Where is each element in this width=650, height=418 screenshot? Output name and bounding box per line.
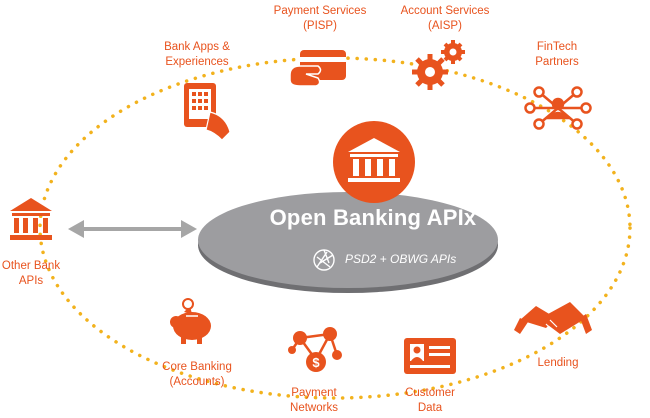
handshake-icon (514, 302, 592, 334)
core-banking-label: Core Banking (Accounts) (162, 361, 232, 388)
payment-networks-label: Payment Networks (290, 387, 338, 414)
bank-apps-label: Bank Apps & Experiences (164, 41, 230, 68)
hub-ellipse (198, 192, 498, 288)
hub-subtitle: PSD2 + OBWG APIs (345, 252, 457, 266)
dotted-ring (38, 56, 632, 400)
bank-building-icon (10, 198, 52, 240)
svg-text:$: $ (312, 355, 320, 370)
fintech-partners-label: FinTech Partners (535, 41, 579, 68)
piggy-bank-icon (170, 298, 211, 344)
network-dollar-icon: $ (288, 327, 342, 372)
id-card-icon (404, 338, 456, 374)
network-person-icon (524, 86, 592, 130)
shutter-icon (313, 249, 335, 271)
hub-title: Open Banking APIx (269, 205, 477, 230)
lending-label: Lending (537, 357, 579, 369)
tablet-hand-icon (184, 83, 231, 141)
account-services-label: Account Services (AISP) (400, 5, 490, 32)
other-bank-apis-label: Other Bank APIs (1, 260, 61, 287)
customer-data-label: Customer Data (405, 387, 455, 414)
payment-services-label: Payment Services (PISP) (273, 5, 367, 32)
bidirectional-arrow (68, 220, 197, 238)
bank-building-icon (333, 121, 415, 203)
gears-icon (412, 40, 465, 90)
card-payment-icon (289, 50, 346, 87)
